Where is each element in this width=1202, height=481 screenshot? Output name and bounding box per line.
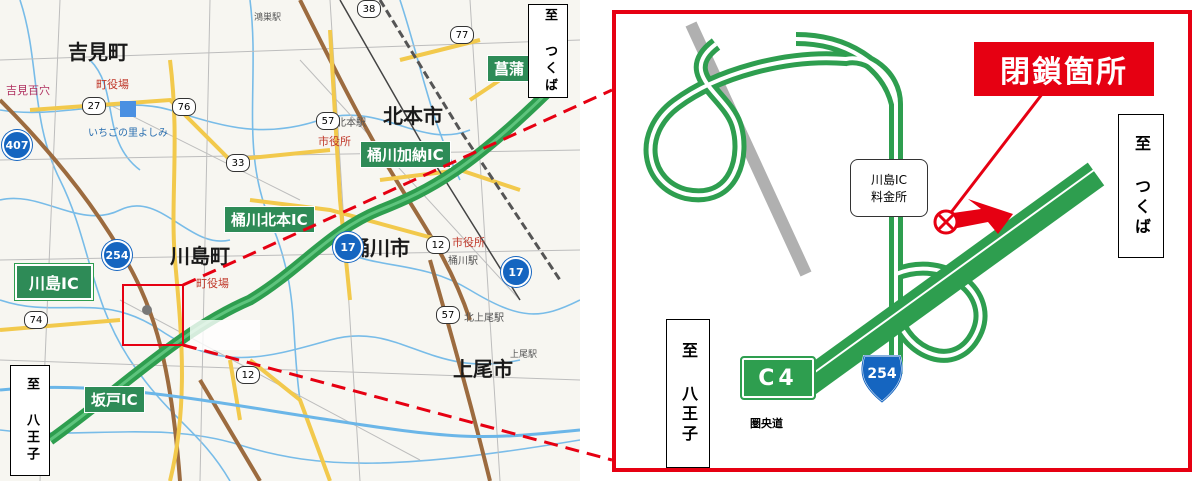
- ic-label-sakado[interactable]: 坂戸IC: [84, 386, 145, 413]
- road-number-12a: 12: [426, 236, 450, 254]
- road-number-38: 38: [357, 0, 381, 18]
- route-shield-icon: [861, 355, 903, 404]
- road-number-74: 74: [24, 311, 48, 329]
- road-number-12b: 12: [236, 366, 260, 384]
- route-shield-254: 254: [102, 240, 132, 270]
- direction-box-hachioji-overview: 至 八王子: [10, 365, 50, 476]
- label-ichigo: いちごの里よしみ: [88, 128, 168, 139]
- label-kitamoto-station: 北本駅: [336, 118, 366, 129]
- national-route-shield-254: 254: [858, 352, 906, 404]
- road-number-57b: 57: [436, 306, 460, 324]
- route-shield-17b: 17: [501, 257, 531, 287]
- detail-map[interactable]: 閉鎖箇所 川島IC 料金所 至 つくば 至 八王子 C4 圏央道 254: [612, 10, 1192, 472]
- city-label-kitamoto: 北本市: [383, 104, 443, 128]
- ic-label-kawajima[interactable]: 川島IC: [15, 264, 93, 300]
- city-label-kawajima: 川島町: [170, 244, 230, 268]
- label-konosu-station: 鴻巣駅: [254, 13, 282, 23]
- city-label-yoshimi: 吉見町: [68, 40, 128, 64]
- overview-map[interactable]: 吉見町 北本市 川島町 桶川市 上尾市 川島IC 桶川北本IC 桶川加納IC 坂…: [0, 0, 580, 481]
- route-shield-407: 407: [2, 130, 32, 160]
- direction-box-hachioji-detail: 至 八王子: [666, 319, 710, 468]
- direction-box-tsukuba-detail: 至 つくば: [1118, 114, 1164, 258]
- city-label-ageo: 上尾市: [453, 357, 513, 381]
- label-kitaageo-station: 北上尾駅: [464, 313, 504, 324]
- tollgate-label-line1: 川島IC: [871, 173, 907, 187]
- label-kitamoto-office: 市役所: [318, 135, 351, 148]
- label-yoshimi-hyakuana: 吉見百穴: [6, 84, 50, 97]
- ic-label-shoubu[interactable]: 菖蒲: [487, 55, 532, 82]
- tollgate-label-line2: 料金所: [870, 190, 907, 204]
- route-sign-c4: C4: [740, 356, 816, 400]
- kawajima-ic-highlight: [122, 284, 184, 346]
- national-route-number: 254: [867, 366, 897, 382]
- label-kawajima-office: 町役場: [196, 277, 229, 290]
- ic-label-okegawa-kano[interactable]: 桶川加納IC: [360, 141, 451, 168]
- route-name-ken-o-do: 圏央道: [750, 417, 783, 430]
- closure-label: 閉鎖箇所: [974, 42, 1154, 96]
- detail-map-graphics: [643, 21, 1105, 396]
- tollgate-label: 川島IC 料金所: [850, 159, 928, 217]
- ic-label-okegawa-kitamoto[interactable]: 桶川北本IC: [224, 206, 315, 233]
- direction-box-tsukuba-overview: 至 つくば: [528, 4, 568, 98]
- route-shield-17a: 17: [333, 232, 363, 262]
- label-okegawa-office: 市役所: [452, 236, 485, 249]
- label-okegawa-station: 桶川駅: [448, 256, 478, 267]
- road-number-57a: 57: [316, 112, 340, 130]
- label-ageo-station: 上尾駅: [510, 350, 538, 360]
- label-yoshimi-office: 町役場: [96, 78, 129, 91]
- road-number-27: 27: [82, 97, 106, 115]
- road-number-77: 77: [450, 26, 474, 44]
- road-number-33: 33: [226, 154, 250, 172]
- road-number-76: 76: [172, 98, 196, 116]
- overview-map-graphics: [0, 0, 580, 481]
